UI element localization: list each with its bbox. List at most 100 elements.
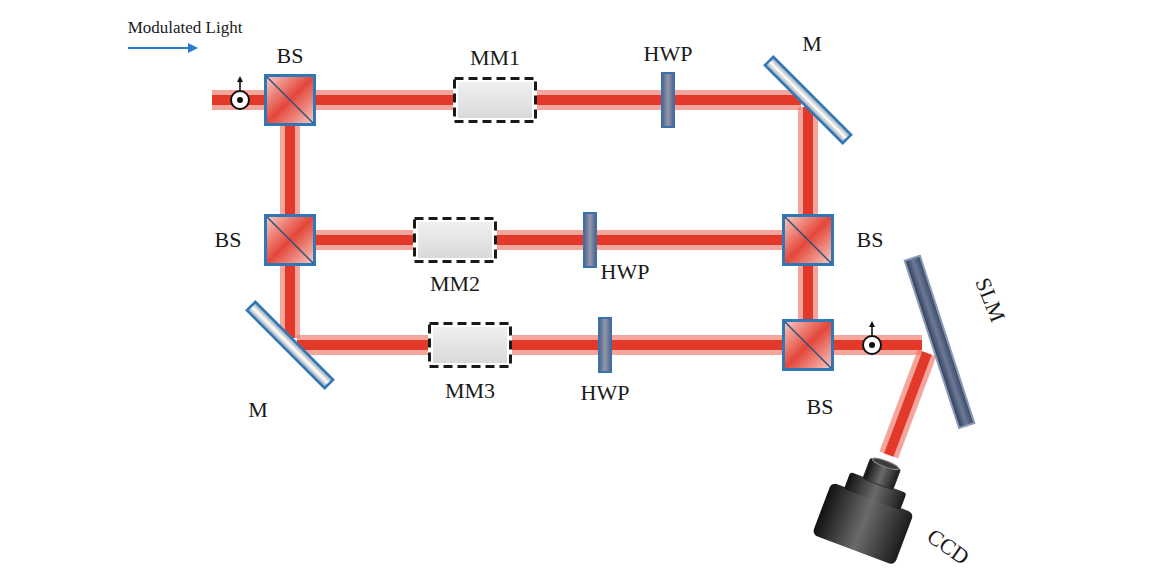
part-label: BS — [277, 44, 304, 68]
modulation-module-shape — [453, 77, 537, 123]
beam-glow — [611, 335, 782, 355]
part-label: MM2 — [430, 272, 480, 296]
half-wave-plate: HWP — [599, 318, 611, 372]
beam-glow — [280, 266, 300, 338]
beam-core — [316, 95, 453, 105]
modulation-module-shape — [428, 322, 512, 368]
beam-splitter-shape — [264, 214, 316, 266]
half-wave-plate-shape — [662, 73, 674, 127]
laser-beam — [290, 126, 291, 214]
spatial-light-modulator-shape — [922, 337, 938, 353]
mirror: M — [283, 338, 297, 352]
laser-beam — [596, 240, 782, 241]
beam-core — [497, 235, 584, 245]
beam-glow — [316, 230, 413, 250]
mirror-plate — [247, 302, 333, 388]
beam-core — [674, 95, 801, 105]
half-wave-plate-shape — [584, 213, 596, 267]
input-beam — [212, 90, 266, 110]
beam-glow — [834, 335, 922, 355]
cube-diagonal — [267, 217, 313, 263]
module-fill — [418, 222, 492, 258]
cube-body — [784, 321, 833, 370]
laser-beam — [316, 100, 453, 101]
modulated-light-arrow — [128, 43, 198, 53]
cube-body — [784, 216, 833, 265]
module-fill — [433, 327, 507, 363]
beam-core — [889, 353, 927, 455]
slm-panel — [905, 256, 975, 428]
ccd-camera-shape — [815, 455, 925, 555]
beam-splitter: BS — [782, 214, 834, 266]
beam-glow — [280, 126, 300, 214]
half-wave-plate: HWP — [584, 213, 596, 267]
beam-core — [803, 107, 813, 214]
beam-core — [537, 95, 662, 105]
laser-beam — [674, 100, 801, 101]
module-outline — [415, 219, 496, 262]
laser-beam — [497, 240, 584, 241]
beam-glow — [798, 266, 818, 319]
laser-beam — [808, 266, 809, 319]
polarization-symbol — [231, 76, 249, 109]
beam-glow — [674, 90, 801, 110]
half-wave-plate-shape — [599, 318, 611, 372]
cube-diagonal — [785, 217, 831, 263]
cube-diagonal — [785, 322, 831, 368]
beam-splitter: BS — [264, 74, 316, 126]
polarization-symbol — [863, 321, 881, 354]
laser-beam — [316, 240, 413, 241]
cube-body — [266, 76, 315, 125]
beam-core — [285, 126, 295, 214]
beam-glow — [537, 90, 662, 110]
ccd-camera: CCD — [815, 455, 925, 555]
module-outline — [430, 324, 511, 367]
laser-beam — [611, 345, 782, 346]
beam-splitter-shape — [782, 319, 834, 371]
beam-glow — [316, 90, 453, 110]
laser-beam — [808, 107, 809, 214]
mirror-shape — [283, 338, 297, 352]
modulation-module: MM3 — [428, 322, 512, 368]
part-label: HWP — [581, 381, 630, 405]
beam-core — [512, 340, 599, 350]
input-label: Modulated Light — [128, 19, 243, 38]
spatial-light-modulator: SLM — [922, 337, 938, 353]
part-label: MM3 — [445, 379, 495, 403]
beam-splitter: BS — [264, 214, 316, 266]
beam-glow — [297, 335, 428, 355]
plate — [584, 213, 596, 267]
modulation-module: MM2 — [413, 217, 497, 263]
beam-glow — [497, 230, 584, 250]
cube-diagonal — [267, 77, 313, 123]
lens-glass — [871, 456, 899, 471]
part-label: BS — [215, 228, 242, 252]
beam-glow — [889, 353, 927, 455]
part-label: BS — [807, 395, 834, 419]
laser-beam — [512, 345, 599, 346]
module-fill — [458, 82, 532, 118]
part-label: HWP — [644, 42, 693, 66]
mirror-shape — [801, 93, 815, 107]
part-label: SLM — [970, 274, 1009, 325]
beam-splitter: BS — [782, 319, 834, 371]
part-label: MM1 — [470, 46, 520, 70]
beam-core — [611, 340, 782, 350]
part-label: M — [248, 398, 268, 422]
mirror: M — [801, 93, 815, 107]
beam-splitter-shape — [264, 74, 316, 126]
modulation-module: MM1 — [453, 77, 537, 123]
modulation-module-shape — [413, 217, 497, 263]
laser-beam — [537, 100, 662, 101]
part-label: HWP — [601, 260, 650, 284]
module-outline — [455, 79, 536, 122]
part-label: M — [802, 32, 822, 56]
cube-body — [266, 216, 315, 265]
beam-core — [803, 266, 813, 319]
beam-glow — [798, 107, 818, 214]
mirror-plate — [765, 57, 851, 143]
plate — [599, 318, 611, 372]
beam-splitter-shape — [782, 214, 834, 266]
beam-core — [285, 266, 295, 338]
plate — [662, 73, 674, 127]
